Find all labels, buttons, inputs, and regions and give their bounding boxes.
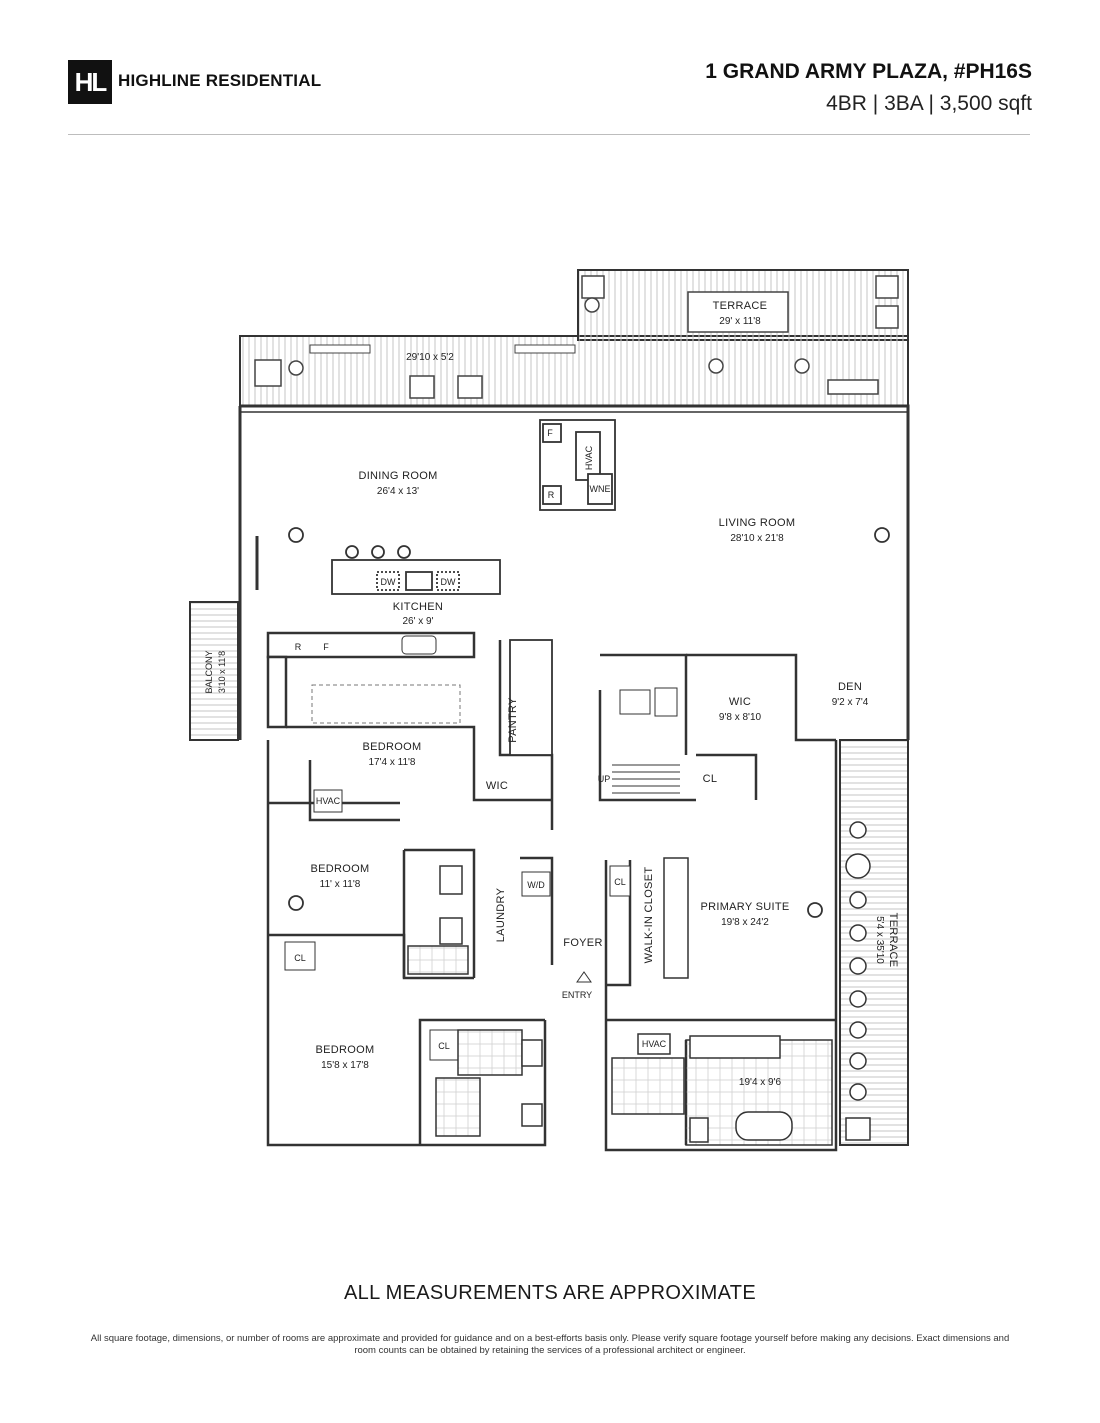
side-balcony: BALCONY 3'10 x 11'8 [189,601,239,741]
brand-logo-mark: HL [68,60,112,104]
stair-up-label: UP [598,774,611,784]
closet-box [284,941,316,971]
terrace-side-dim: 5'4 x 35'10 [874,916,885,964]
kitchen-sink [401,635,437,655]
column [288,895,304,911]
header: HL HIGHLINE RESIDENTIAL 1 GRAND ARMY PLA… [0,0,1100,140]
pantry-box [509,639,553,756]
freezer-label-counter: F [323,642,329,652]
foyer-label: FOYER [563,937,602,949]
entry-label: ENTRY [562,990,592,1000]
closet-label-bedroom3: CL [438,1041,450,1051]
column [874,527,890,543]
closet-shelving [663,857,689,979]
den-dim: 9'2 x 7'4 [832,697,869,708]
den-name: DEN [838,681,862,693]
living-room-dim: 28'10 x 21'8 [730,533,784,544]
bed-outline [311,684,461,724]
fridge-label-counter: R [295,642,302,652]
primary-bath [611,1033,833,1146]
closet-label-foyer: CL [614,877,626,887]
column [807,902,823,918]
bedroom3-bath [435,1029,543,1137]
wic-upper-name: WIC [729,696,751,708]
pantry-label: PANTRY [507,697,519,743]
bedroom-wing-walls [266,631,554,1147]
wic-upper-dim: 9'8 x 8'10 [719,712,762,723]
dishwasher-label: DW [381,577,396,587]
sink-vanity [619,689,651,715]
listing-address: 1 GRAND ARMY PLAZA, #PH16S [705,60,1032,83]
living-room-name: LIVING ROOM [719,517,796,529]
terrace-top-dim: 29' x 11'8 [719,316,761,327]
footer-title: ALL MEASUREMENTS ARE APPROXIMATE [344,1282,756,1304]
closet-box [429,1029,459,1061]
hall-bath [407,865,469,975]
listing-specs: 4BR | 3BA | 3,500 sqft [826,92,1032,115]
closet-label-stair: CL [703,773,718,785]
bedroom2-name: BEDROOM [311,863,370,875]
balcony-side-dim: 3'10 x 11'8 [217,651,227,693]
dishwasher-label: DW [441,577,456,587]
fridge-label: F [547,428,553,438]
washer-dryer-label: W/D [527,880,545,890]
kitchen-name: KITCHEN [393,601,443,613]
main-walls [238,404,910,740]
right-wing-walls [598,653,838,1152]
closet-box [609,865,631,897]
primary-bath-dim: 19'4 x 9'6 [739,1077,782,1088]
hvac-label-primary: HVAC [642,1039,667,1049]
terrace-side-name: TERRACE [887,913,899,968]
dining-room-dim: 26'4 x 13' [377,486,419,497]
closet-label-bedroom2: CL [294,953,306,963]
top-terrace: TERRACE 29' x 11'8 29'10 x 5'2 [239,269,909,407]
kitchen-island [331,545,501,595]
walk-in-closet-label: WALK-IN CLOSET [643,867,655,964]
bedroom3-dim: 15'8 x 17'8 [321,1060,369,1071]
brand-name: HIGHLINE RESIDENTIAL [118,71,322,90]
disclaimer: All square footage, dimensions, or numbe… [90,1333,1010,1356]
wic-label-bedroom1: WIC [486,780,508,792]
hvac-label: HVAC [584,445,594,470]
primary-suite-name: PRIMARY SUITE [700,901,789,913]
terrace-top-name: TERRACE [713,300,768,312]
bedroom3-name: BEDROOM [316,1044,375,1056]
bedroom1-dim: 17'4 x 11'8 [368,757,415,768]
bedroom2-dim: 11' x 11'8 [320,879,361,890]
bedroom1-name: BEDROOM [363,741,422,753]
washer-dryer [521,871,551,897]
laundry-label: LAUNDRY [495,887,507,942]
header-divider [68,134,1030,135]
range-label: R [548,490,555,500]
balcony-top-dim: 29'10 x 5'2 [406,352,454,363]
staircase [612,764,680,794]
wine-label: WNE [590,484,611,494]
side-terrace: TERRACE 5'4 x 35'10 [839,739,909,1146]
hvac-label-bedroom1: HVAC [316,796,341,806]
kitchen-service-core [539,419,616,511]
toilet [654,687,678,717]
entry-marker [576,971,592,983]
kitchen-dim: 26' x 9' [402,616,433,627]
hvac-unit [313,789,343,813]
balcony-side-name: BALCONY [204,650,214,693]
column [288,527,304,543]
dining-room-name: DINING ROOM [358,470,437,482]
primary-suite-dim: 19'8 x 24'2 [721,917,769,928]
